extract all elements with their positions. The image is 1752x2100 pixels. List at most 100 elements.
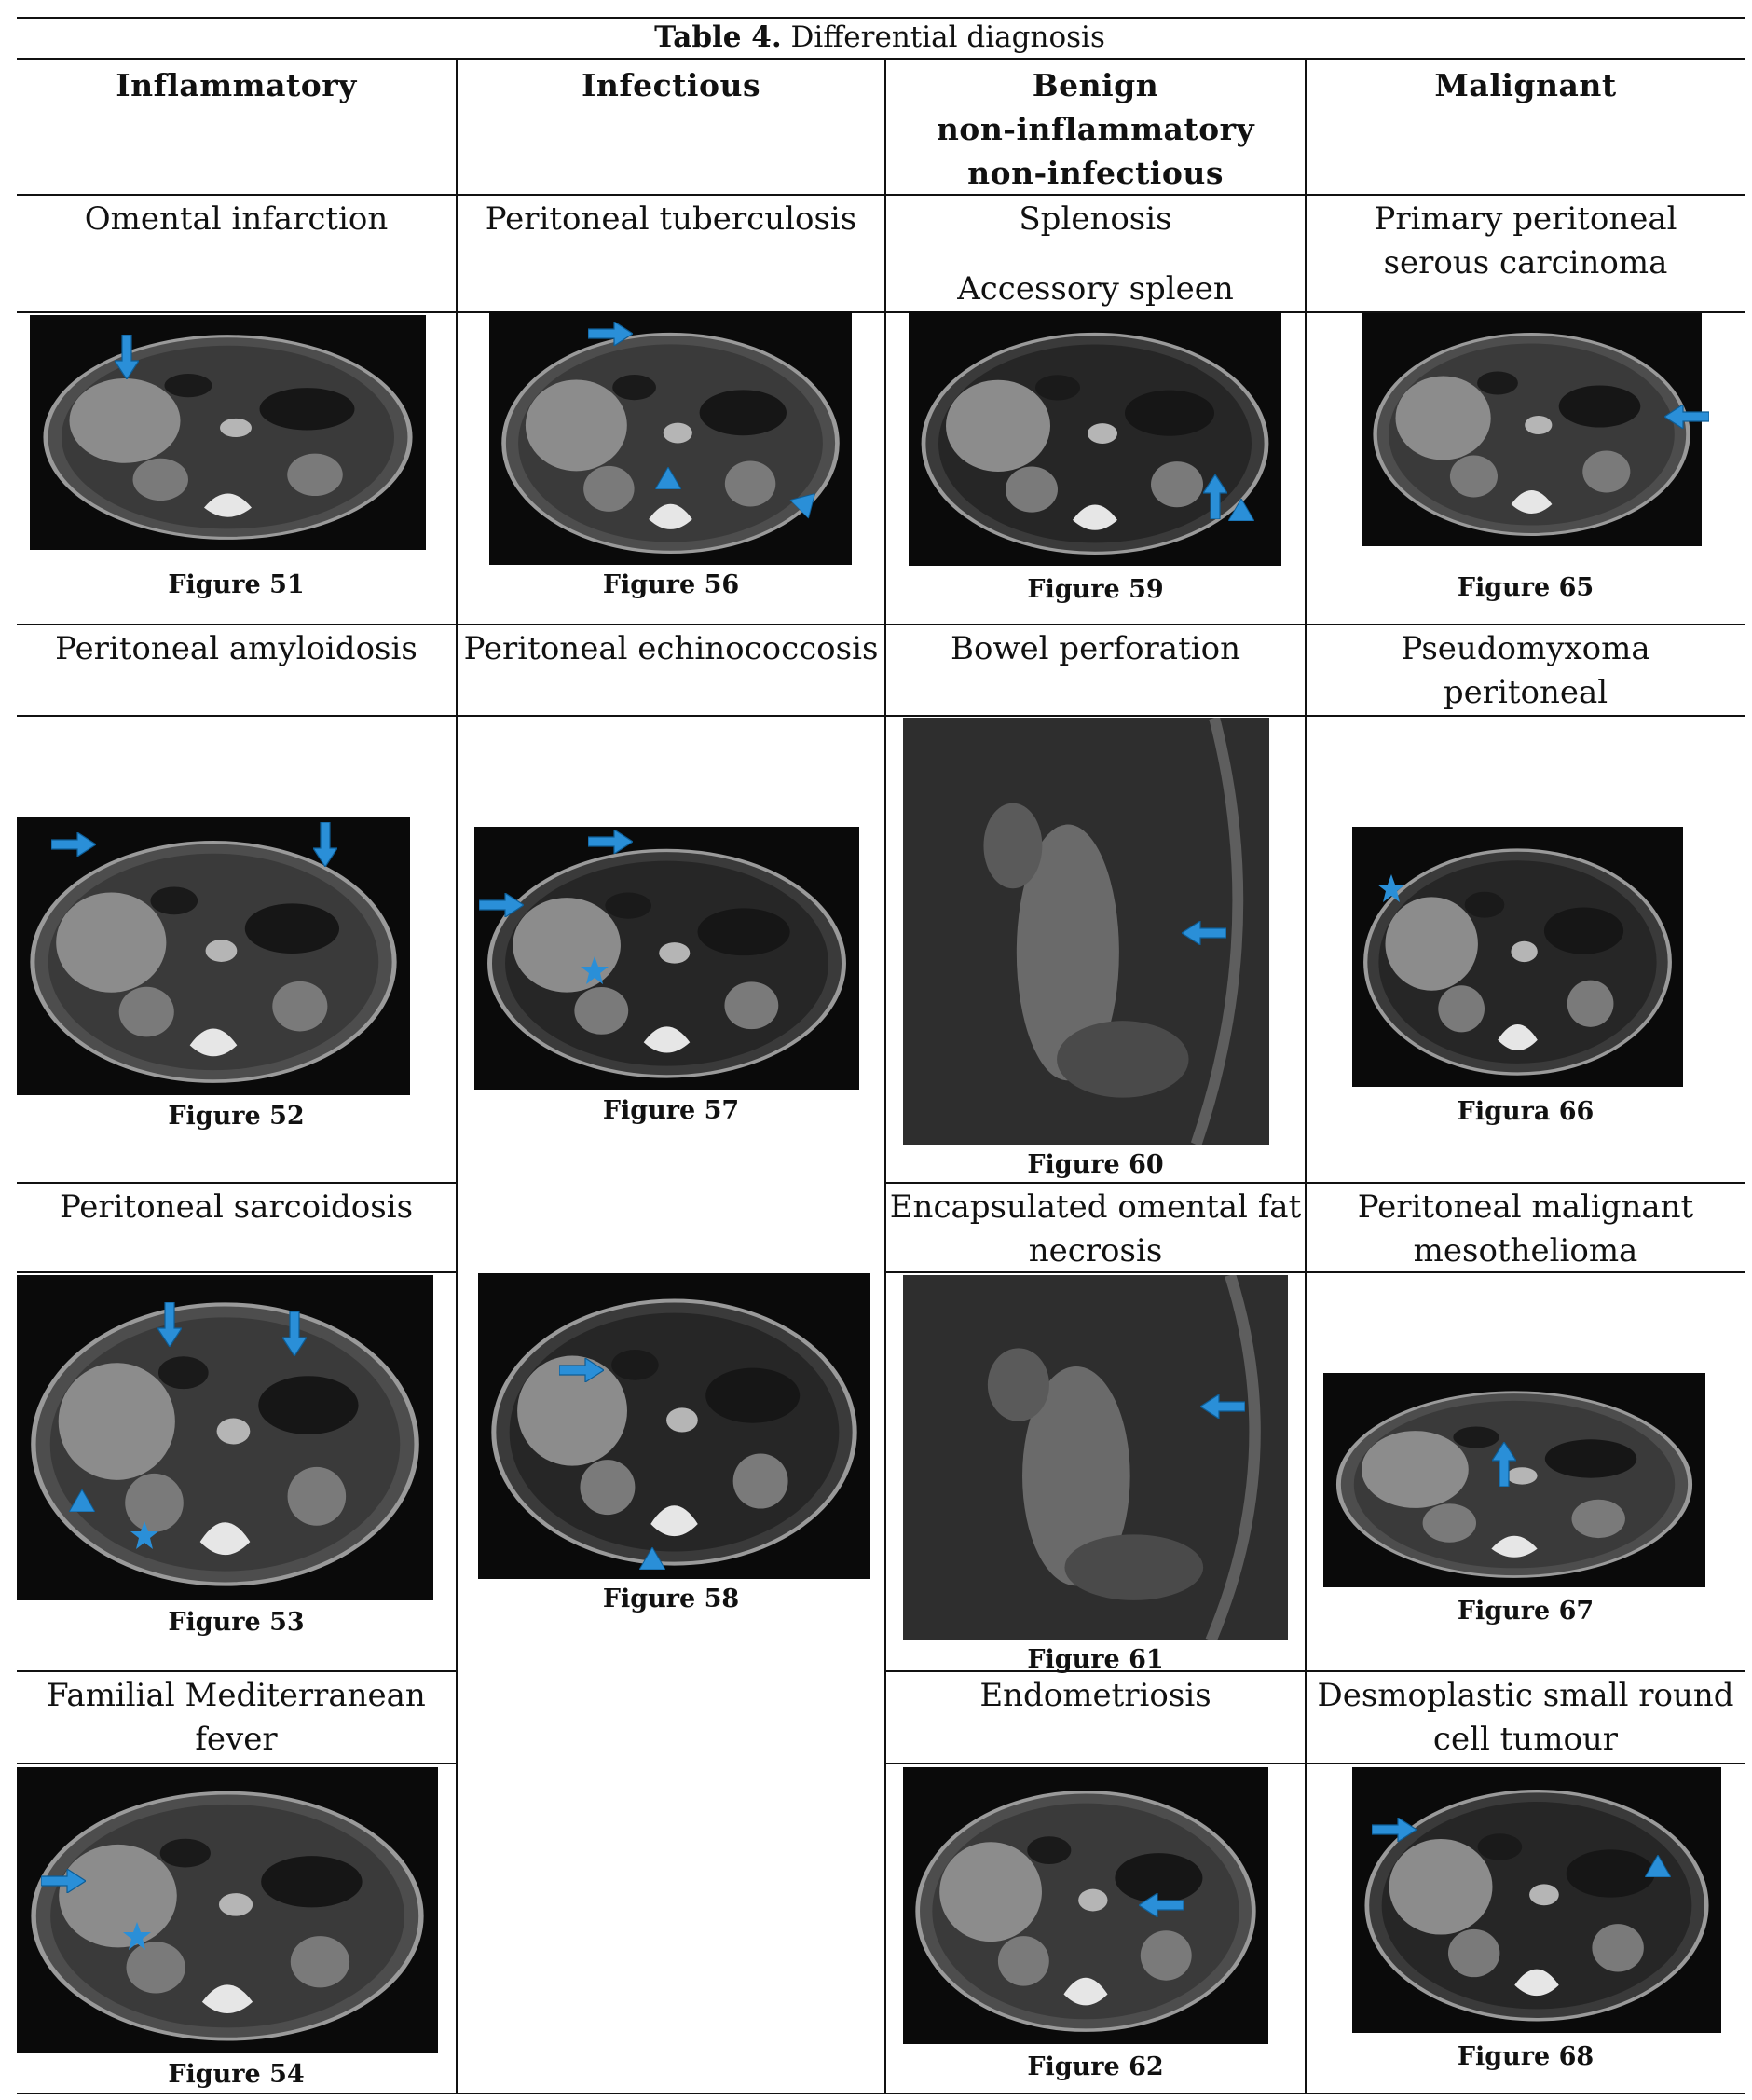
- figure-caption: Figure 62: [1027, 2052, 1164, 2081]
- condition-label: Desmoplastic small round cell tumour: [1307, 1674, 1745, 1762]
- table-rule: [17, 1670, 458, 1672]
- medical-scan-image: [17, 1767, 438, 2053]
- column-header-line: non-infectious: [967, 155, 1224, 191]
- table-rule: [17, 1271, 458, 1273]
- condition-label-line: Peritoneal tuberculosis: [485, 200, 857, 238]
- medical-scan-image: [1352, 827, 1683, 1087]
- medical-scan-image: [909, 311, 1281, 566]
- table-label: Table 4.: [654, 21, 782, 54]
- figure-caption: Figure 56: [602, 570, 740, 599]
- figure-caption: Figure 65: [1457, 573, 1595, 602]
- condition-label-line: fever: [195, 1721, 278, 1758]
- column-header-3: Benign non-inflammatory non-infectious: [886, 63, 1305, 195]
- arrow-icon: [40, 1867, 88, 1897]
- condition-label-line: Peritoneal malignant: [1357, 1188, 1694, 1226]
- column-header-2: Infectious: [458, 63, 884, 107]
- arrow-icon: [558, 1356, 606, 1386]
- column-header-line: non-inflammatory: [936, 111, 1255, 147]
- arrow-icon: [587, 320, 635, 350]
- figure-caption: Figure 53: [168, 1608, 305, 1637]
- arrow-icon: [1180, 919, 1227, 949]
- condition-label: Bowel perforation: [886, 627, 1305, 671]
- arrow-icon: [272, 1311, 317, 1358]
- table-rule: [17, 17, 1745, 19]
- column-header-line: Benign: [1032, 67, 1159, 103]
- condition-label-line: Peritoneal echinococcosis: [463, 630, 879, 667]
- figure-caption: Figure 58: [602, 1585, 740, 1613]
- figure-caption: Figure 68: [1457, 2042, 1595, 2071]
- condition-label-line: Peritoneal sarcoidosis: [59, 1188, 414, 1226]
- figure-caption: Figura 66: [1457, 1097, 1595, 1126]
- medical-scan-image: [1352, 1767, 1721, 2033]
- star-icon: [1377, 874, 1405, 906]
- arrow-icon: [1137, 1891, 1184, 1921]
- column-divider: [884, 58, 886, 2093]
- figure-caption: Figure 57: [602, 1096, 740, 1125]
- column-header-4: Malignant: [1307, 63, 1745, 107]
- condition-label: Pseudomyxoma peritoneal: [1307, 627, 1745, 715]
- condition-label-line: mesothelioma: [1413, 1232, 1638, 1270]
- table-caption-text: Differential diagnosis: [790, 21, 1105, 54]
- condition-label: Peritoneal echinococcosis: [458, 627, 884, 671]
- figure-caption: Figure 54: [168, 2060, 305, 2089]
- arrow-icon: [1663, 403, 1710, 432]
- medical-scan-image: [17, 1275, 433, 1600]
- condition-label: Familial Mediterranean fever: [17, 1674, 456, 1762]
- table-rule: [17, 715, 1745, 717]
- figure-caption: Figure 60: [1027, 1150, 1164, 1179]
- condition-label-line: Omental infarction: [84, 200, 389, 238]
- figure-caption: Figure 61: [1027, 1645, 1164, 1674]
- arrowhead-icon: [68, 1489, 96, 1516]
- table-rule: [886, 1763, 1745, 1764]
- condition-label-line: necrosis: [1028, 1232, 1163, 1270]
- column-header-line: Inflammatory: [116, 67, 357, 103]
- condition-label-line: Endometriosis: [979, 1677, 1211, 1714]
- condition-label-line: Peritoneal amyloidosis: [55, 630, 417, 667]
- arrow-icon: [1371, 1816, 1418, 1846]
- table-rule: [17, 311, 1745, 313]
- arrow-icon: [1482, 1440, 1526, 1488]
- arrow-icon: [587, 828, 635, 858]
- table-rule: [886, 1670, 1745, 1672]
- table-rule: [17, 194, 1745, 196]
- arrowhead-icon: [1644, 1854, 1672, 1881]
- medical-scan-image: [17, 817, 410, 1095]
- table-rule: [886, 1271, 1745, 1273]
- star-icon: [130, 1521, 158, 1553]
- figure-caption: Figure 52: [168, 1102, 305, 1131]
- condition-label-line: Pseudomyxoma: [1401, 630, 1650, 667]
- condition-label-line: peritoneal: [1443, 674, 1608, 711]
- condition-label-line: cell tumour: [1432, 1721, 1619, 1758]
- figure-caption: Figure 67: [1457, 1597, 1595, 1626]
- table-rule: [17, 624, 1745, 625]
- condition-label: Peritoneal malignant mesothelioma: [1307, 1186, 1745, 1273]
- arrow-icon: [478, 891, 526, 921]
- figure-caption: Figure 59: [1027, 575, 1164, 604]
- medical-scan-image: [478, 1273, 870, 1579]
- table-rule: [17, 2093, 1745, 2094]
- column-header-line: Infectious: [581, 67, 761, 103]
- condition-label-line: Encapsulated omental fat: [889, 1188, 1302, 1226]
- arrowhead-icon: [788, 490, 820, 520]
- medical-scan-image: [30, 315, 426, 550]
- arrow-icon: [104, 334, 149, 381]
- condition-label-line: Desmoplastic small round: [1317, 1677, 1734, 1714]
- condition-label: Omental infarction: [17, 198, 456, 241]
- column-divider: [1305, 58, 1307, 2093]
- condition-label-line: Familial Mediterranean: [47, 1677, 426, 1714]
- condition-label-line: serous carcinoma: [1383, 244, 1668, 281]
- condition-label-line: Bowel perforation: [951, 630, 1240, 667]
- arrow-icon: [303, 821, 348, 869]
- condition-label: Endometriosis: [886, 1674, 1305, 1718]
- arrow-icon: [50, 830, 98, 860]
- arrow-icon: [1193, 473, 1238, 520]
- condition-label: Splenosis: [886, 198, 1305, 241]
- arrowhead-icon: [654, 466, 682, 493]
- medical-scan-image: [489, 311, 852, 565]
- medical-scan-image: [903, 1767, 1268, 2044]
- star-icon: [123, 1922, 151, 1954]
- table-rule: [17, 58, 1745, 60]
- star-icon: [581, 956, 609, 988]
